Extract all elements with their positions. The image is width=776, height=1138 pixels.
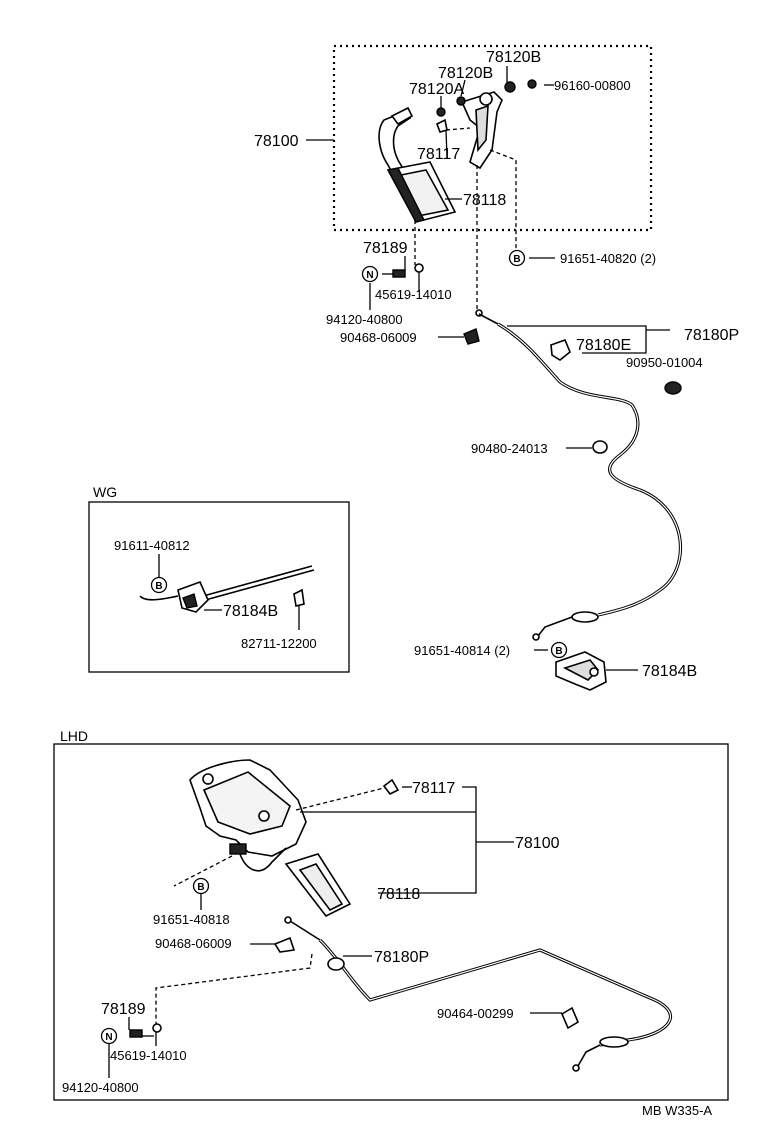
svg-text:B: B [555,646,562,657]
svg-text:N: N [366,270,373,281]
lhd-section: LHD [53,728,729,1101]
main-assembly: B N B [254,44,739,691]
label-90480-24013: 90480-24013 [471,441,548,456]
svg-text:N: N [105,1032,112,1043]
label-91651-40820: 91651-40820 (2) [560,251,656,266]
nut-symbol-94120: N [361,265,379,283]
label-78180P: 78180P [684,327,739,344]
label-78184B: 78184B [642,663,697,680]
label-78118: 78118 [463,192,506,209]
lhd-label-94120-40800: 94120-40800 [62,1080,139,1095]
bracket-78184B-illustration: B [550,641,607,691]
label-96160-00800: 96160-00800 [554,78,631,93]
svg-text:B: B [197,882,204,893]
assembly-78100-box [332,44,653,232]
lhd-label-90468-06009: 90468-06009 [155,936,232,951]
label-78189: 78189 [363,240,408,257]
svg-text:B: B [513,254,520,265]
lhd-label-78100: 78100 [515,835,560,852]
lhd-clip-78117-illustration [382,778,400,796]
lhd-nut-symbol: N [100,1027,118,1045]
throttle-cable-78180P-illustration [463,309,683,641]
pedal-arm-illustration [378,91,503,180]
wg-section-title: WG [93,484,117,500]
lhd-label-78118: 78118 [377,886,420,903]
label-94120-40800: 94120-40800 [326,312,403,327]
lhd-label-91651-40818: 91651-40818 [153,912,230,927]
lhd-label-90464-00299: 90464-00299 [437,1006,514,1021]
label-78117: 78117 [417,146,460,163]
label-90950-01004: 90950-01004 [626,355,703,370]
drawing-code: MB W335-A [642,1103,712,1118]
label-45619-14010: 45619-14010 [375,287,452,302]
nut-bolt-78189-illustration [392,263,424,278]
label-78120B-lower: 78120B [438,65,493,82]
lhd-pedal-bracket-illustration [189,759,307,872]
wg-label-78184B: 78184B [223,603,278,620]
lhd-section-frame [53,743,729,1101]
lhd-nut-bolt-78189-illustration [129,1023,162,1038]
svg-text:B: B [155,581,162,592]
label-78120A: 78120A [409,81,464,98]
pedal-pad-78118-illustration [386,161,457,223]
wg-label-91611-40812: 91611-40812 [114,538,190,553]
lhd-pedal-pad-illustration [284,853,352,918]
label-91651-40814: 91651-40814 (2) [414,643,510,658]
label-78180E: 78180E [576,337,631,354]
lhd-label-78117: 78117 [412,780,455,797]
wg-section-frame [88,501,350,673]
bolt-symbol-91651-40820: B [508,249,526,267]
label-90468-06009: 90468-06009 [340,330,417,345]
lhd-label-45619-14010: 45619-14010 [110,1048,187,1063]
lhd-bolt-symbol: B [192,877,210,895]
label-78100: 78100 [254,133,299,150]
wg-label-82711-12200: 82711-12200 [241,636,317,651]
wg-bracket-illustration: B [139,565,315,613]
lhd-label-78189: 78189 [101,1001,146,1018]
label-78120B-upper: 78120B [486,49,541,66]
lhd-section-title: LHD [60,728,88,744]
lhd-throttle-cable-illustration [273,916,672,1072]
lhd-label-78180P: 78180P [374,949,429,966]
wg-section: WG B 91611-40812 78184B 82711-12200 [88,484,350,673]
